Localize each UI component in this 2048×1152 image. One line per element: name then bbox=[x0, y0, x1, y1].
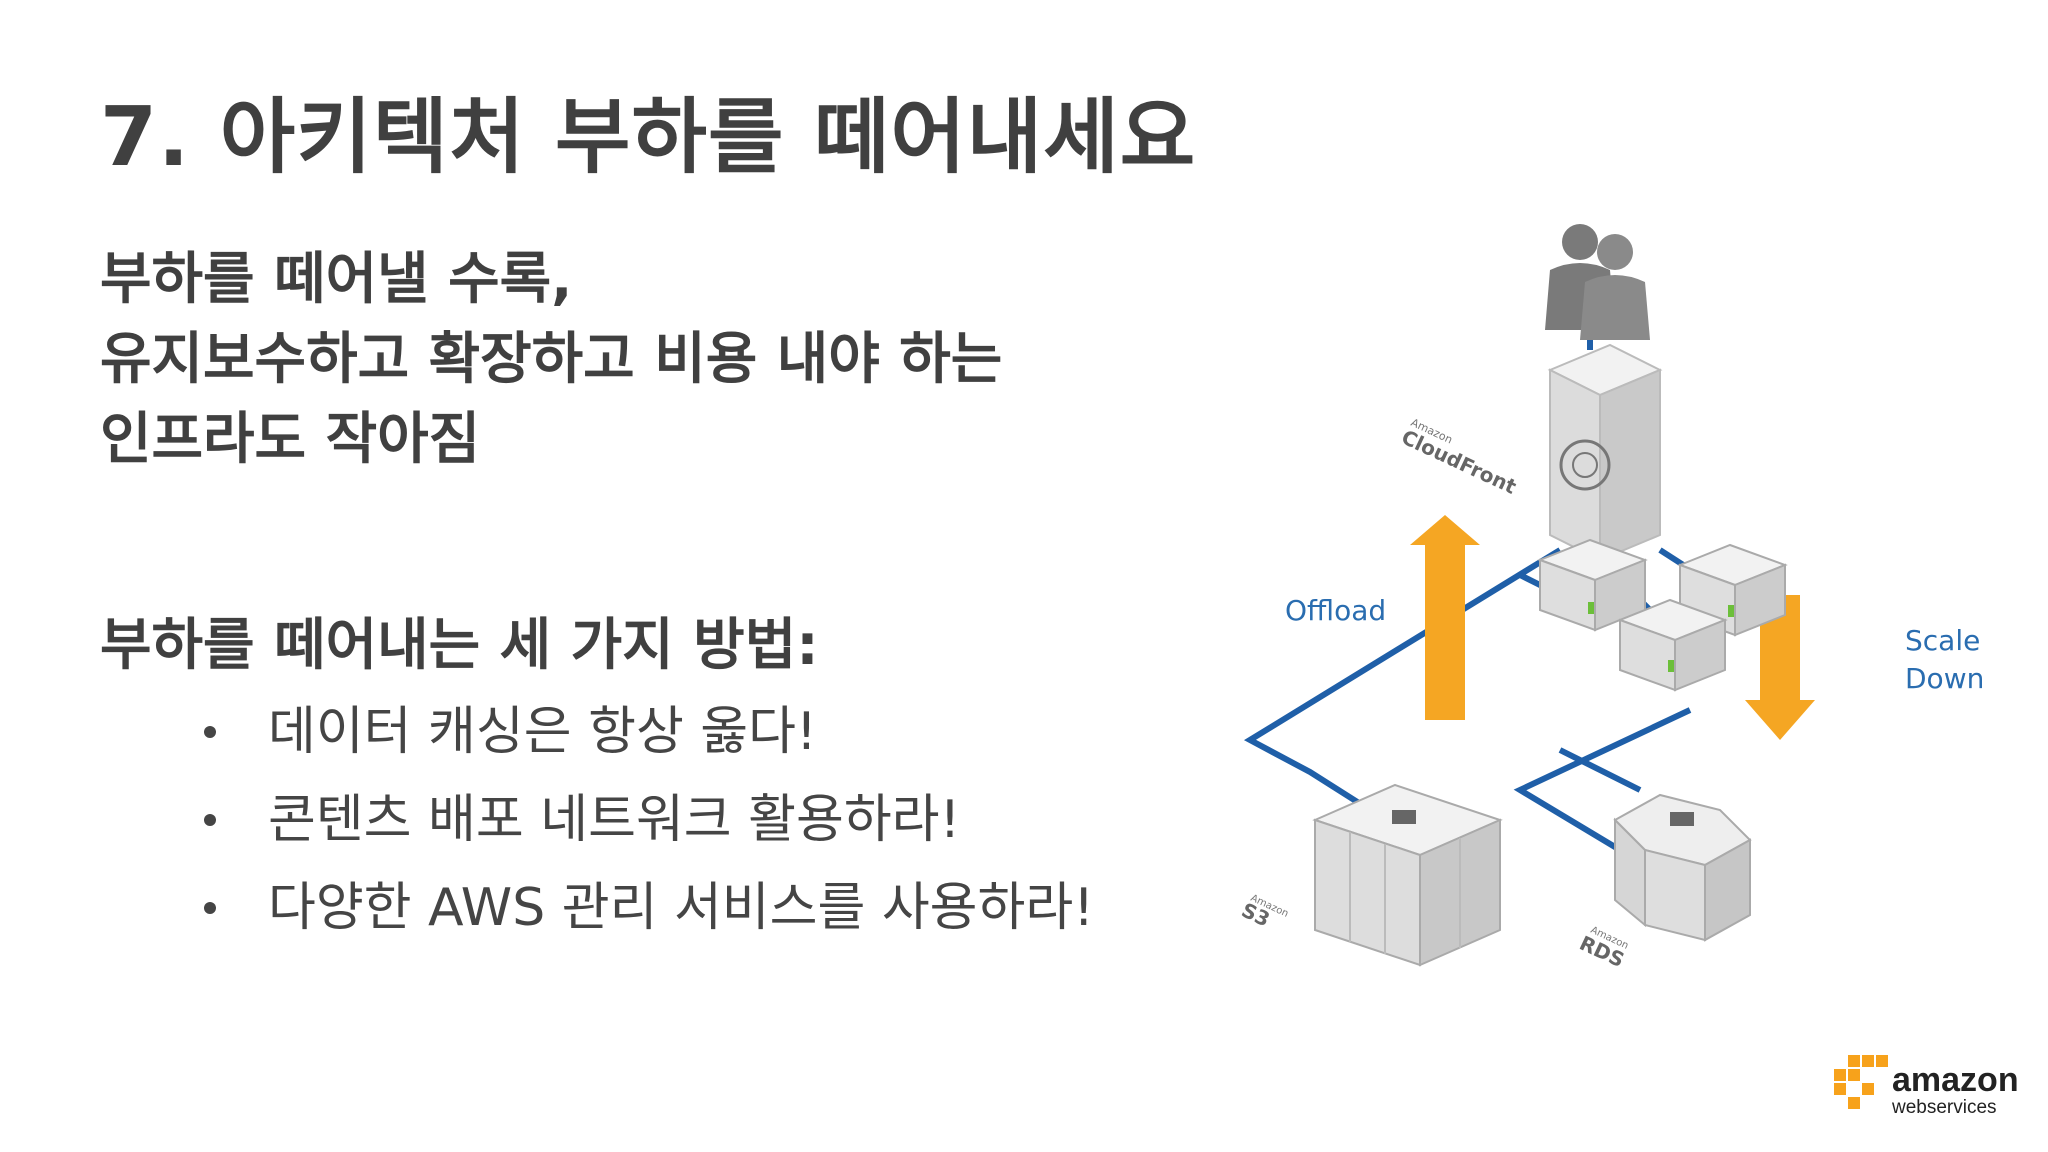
aws-logo-word: amazon bbox=[1892, 1061, 2019, 1099]
lead-line-2: 유지보수하고 확장하고 비용 내야 하는 bbox=[100, 327, 1003, 392]
methods-heading: 부하를 떼어내는 세 가지 방법: bbox=[100, 613, 819, 678]
bullet-icon bbox=[204, 726, 216, 738]
list-item: 콘텐츠 배포 네트워크 활용하라! bbox=[200, 776, 1094, 864]
list-item-text: 콘텐츠 배포 네트워크 활용하라! bbox=[268, 790, 961, 850]
list-item: 다양한 AWS 관리 서비스를 사용하라! bbox=[200, 864, 1094, 952]
aws-logo: amazon webservices bbox=[1834, 1055, 2019, 1118]
bullet-icon bbox=[204, 902, 216, 914]
lead-line-1: 부하를 떼어낼 수록, bbox=[100, 247, 573, 312]
rds-database-icon bbox=[1613, 793, 1752, 942]
architecture-diagram: Amazon CloudFront Offload Scale Down bbox=[1238, 224, 1984, 972]
arrow-up-icon bbox=[1410, 515, 1480, 720]
lead-text: 부하를 떼어낼 수록, 유지보수하고 확장하고 비용 내야 하는 인프라도 작아… bbox=[100, 240, 1002, 480]
network-lines bbox=[1243, 280, 1732, 853]
list-item-text: 다양한 AWS 관리 서비스를 사용하라! bbox=[268, 878, 1095, 938]
slide-title: 7. 아키텍처 부하를 떼어내세요 bbox=[100, 90, 1197, 185]
ec2-instance-icon bbox=[1537, 538, 1648, 632]
aws-logo-sub: webservices bbox=[1891, 1097, 1997, 1118]
down-label: Down bbox=[1905, 662, 1984, 695]
arrow-down-icon bbox=[1745, 595, 1815, 740]
cloudfront-label: CloudFront bbox=[1398, 425, 1521, 499]
methods-list: 데이터 캐싱은 항상 옳다! 콘텐츠 배포 네트워크 활용하라! 다양한 AWS… bbox=[200, 688, 1094, 952]
list-item: 데이터 캐싱은 항상 옳다! bbox=[200, 688, 1094, 776]
cloudfront-server-icon bbox=[1547, 343, 1663, 562]
lead-line-3: 인프라도 작아짐 bbox=[100, 407, 481, 472]
scale-label: Scale bbox=[1905, 624, 1980, 657]
bullet-icon bbox=[204, 814, 216, 826]
list-item-text: 데이터 캐싱은 항상 옳다! bbox=[268, 702, 817, 762]
s3-storage-icon bbox=[1312, 783, 1503, 967]
ec2-instance-icon bbox=[1617, 598, 1728, 692]
offload-label: Offload bbox=[1285, 594, 1386, 627]
aws-cubes-icon bbox=[1834, 1055, 1888, 1109]
users-icon bbox=[1545, 224, 1650, 340]
